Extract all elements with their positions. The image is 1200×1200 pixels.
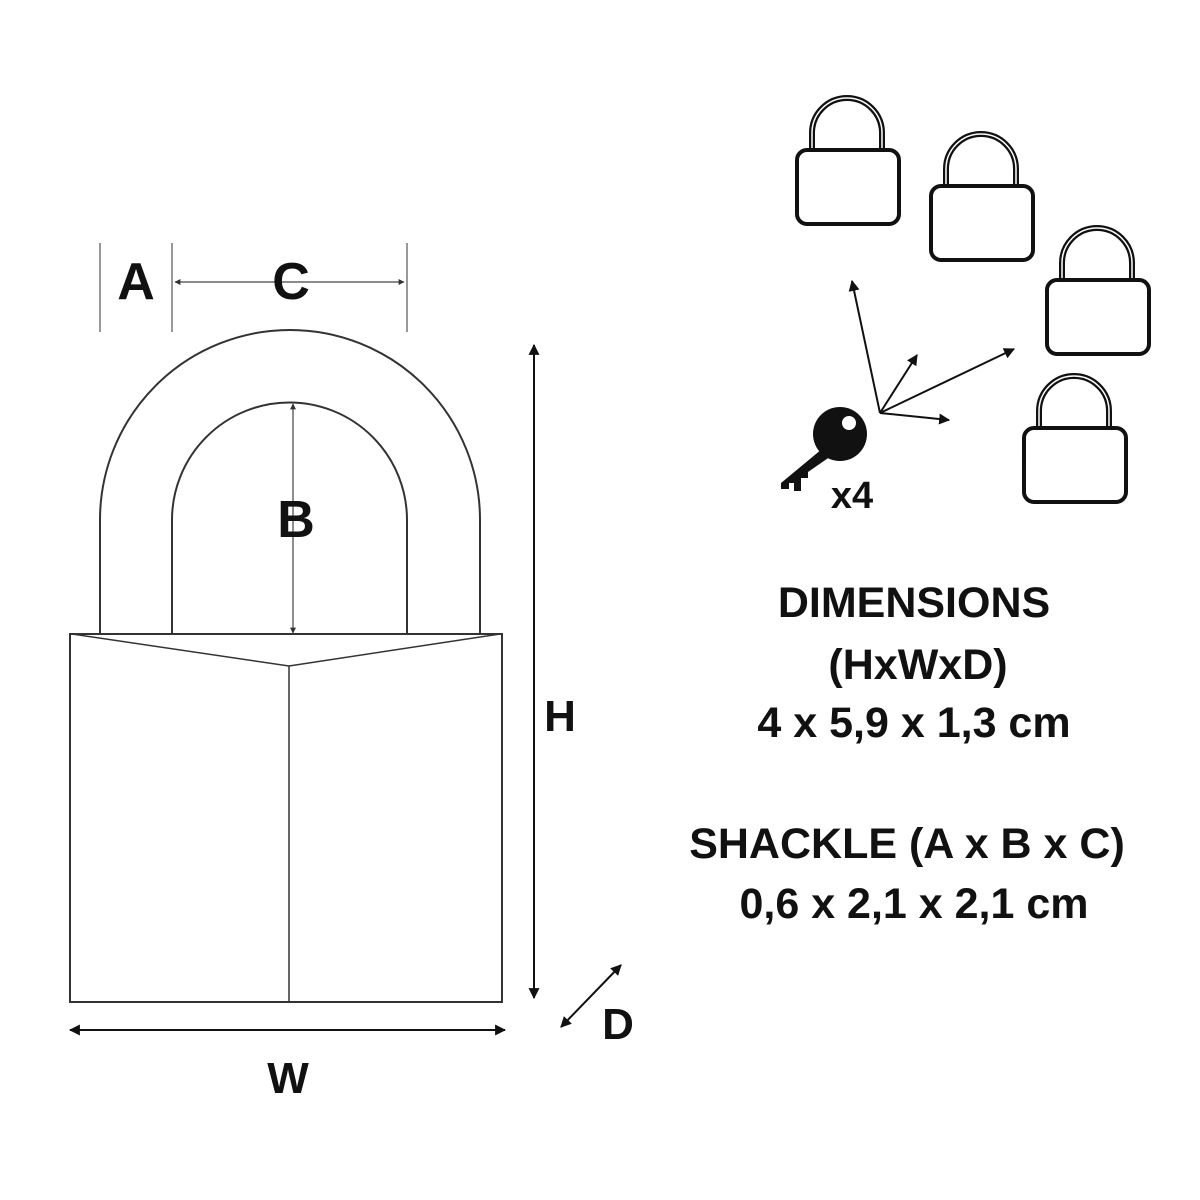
keyed-alike-illustration: x4 bbox=[781, 95, 1151, 517]
body-top-bevel bbox=[71, 633, 501, 667]
specifications: DIMENSIONS (HxWxD) 4 x 5,9 x 1,3 cm SHAC… bbox=[689, 579, 1125, 928]
padlock-drawing bbox=[69, 329, 503, 1003]
label-c: C bbox=[272, 253, 310, 311]
padlock-icon bbox=[1022, 373, 1128, 504]
shackle-value: 0,6 x 2,1 x 2,1 cm bbox=[739, 880, 1088, 928]
padlock-icon bbox=[1045, 225, 1151, 356]
padlock-icon bbox=[929, 131, 1035, 262]
label-b: B bbox=[277, 491, 315, 549]
shackle-title: SHACKLE (A x B x C) bbox=[689, 820, 1125, 868]
dimension-d-arrow bbox=[560, 964, 622, 1028]
key-icon bbox=[781, 407, 867, 491]
label-d: D bbox=[602, 1000, 634, 1049]
shackle-outer bbox=[99, 329, 481, 633]
dimensions-order: (HxWxD) bbox=[828, 641, 1007, 689]
label-h: H bbox=[544, 692, 576, 741]
label-w: W bbox=[267, 1054, 309, 1103]
key-count-label: x4 bbox=[831, 475, 873, 517]
dimension-guides bbox=[68, 243, 622, 1036]
padlock-icon bbox=[795, 95, 901, 226]
dimensions-value: 4 x 5,9 x 1,3 cm bbox=[757, 699, 1070, 747]
shackle-inner bbox=[171, 401, 408, 633]
key-to-lock-arrows bbox=[848, 279, 1015, 425]
padlock-body bbox=[69, 633, 503, 1003]
dimensions-title: DIMENSIONS bbox=[778, 579, 1050, 627]
label-a: A bbox=[117, 253, 155, 311]
